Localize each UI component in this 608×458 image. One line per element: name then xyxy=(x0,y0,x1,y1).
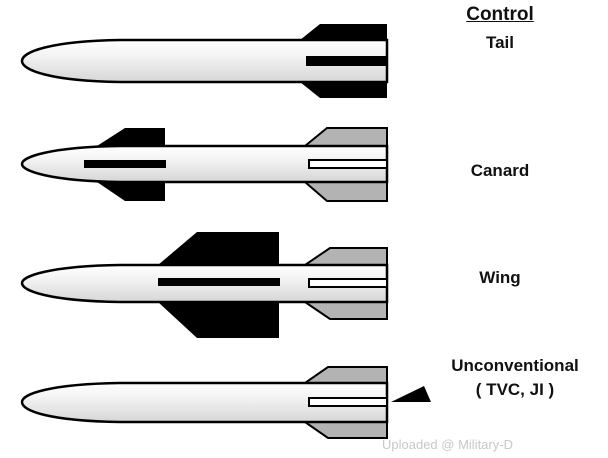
tail-fin-root xyxy=(306,56,387,66)
missile-body xyxy=(20,381,389,424)
thrust-vector-nozzle xyxy=(391,386,431,402)
label-unconventional: Unconventional xyxy=(451,356,579,375)
label-tail: Tail xyxy=(485,33,515,52)
label-unconventional-sub: ( TVC, JI ) xyxy=(475,380,555,399)
canard-fin-root xyxy=(84,160,166,168)
tail-fin-upper xyxy=(301,366,388,384)
wing-root xyxy=(158,278,280,286)
tail-fin-upper xyxy=(300,24,387,40)
watermark: Uploaded @ Military-D xyxy=(382,437,513,452)
canard-fin-upper xyxy=(97,128,165,146)
tail-fin-upper xyxy=(301,247,388,266)
missile-wing-control xyxy=(20,232,389,338)
missile-canard-control xyxy=(20,127,389,202)
tail-fin-lower xyxy=(302,181,388,202)
tail-fin-lower xyxy=(301,421,388,439)
tail-fin-lower xyxy=(300,82,387,98)
tail-fin-upper xyxy=(302,127,388,147)
missile-tail-control xyxy=(20,24,389,98)
missile-body xyxy=(20,144,389,184)
canard-fin-lower xyxy=(97,182,165,201)
column-header: Control xyxy=(466,4,534,25)
wing-upper xyxy=(158,232,279,265)
tail-fin-lower xyxy=(301,301,388,320)
wing-lower xyxy=(158,302,279,338)
label-canard: Canard xyxy=(470,161,530,180)
label-wing: Wing xyxy=(479,268,521,287)
missile-body xyxy=(20,38,389,84)
tail-fin-root xyxy=(308,397,388,407)
tail-fin-root xyxy=(308,159,388,169)
missile-unconventional-control xyxy=(20,366,431,439)
tail-fin-root xyxy=(308,278,388,288)
